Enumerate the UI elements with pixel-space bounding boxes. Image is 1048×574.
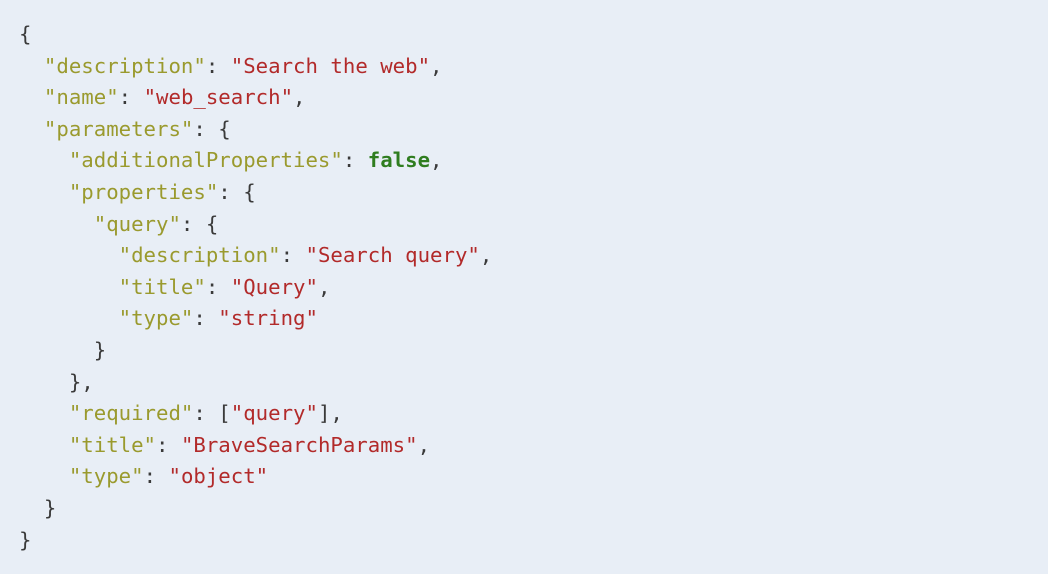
line-parameters: "parameters": { <box>43 116 231 141</box>
key-name: "name" <box>43 85 119 110</box>
line-query: "query": { <box>93 211 219 236</box>
value-params-title: "BraveSearchParams" <box>180 432 418 457</box>
line-name: "name": "web_search", <box>43 85 306 110</box>
key-parameters: "parameters" <box>43 116 194 141</box>
key-properties: "properties" <box>68 179 219 204</box>
key-additional-properties: "additionalProperties" <box>68 148 343 173</box>
key-params-title: "title" <box>68 432 157 457</box>
line-params-title: "title": "BraveSearchParams", <box>68 432 431 457</box>
value-description: "Search the web" <box>230 53 431 78</box>
line-close-root: } <box>19 527 32 552</box>
key-description: "description" <box>43 53 206 78</box>
line-properties: "properties": { <box>68 179 256 204</box>
value-query-type: "string" <box>218 306 318 331</box>
key-query: "query" <box>93 211 181 236</box>
line-query-type: "type": "string" <box>118 306 318 331</box>
line-query-description: "description": "Search query", <box>118 243 493 268</box>
line-open-root: { <box>19 22 32 46</box>
key-query-description: "description" <box>118 243 281 268</box>
json-pre: { "description": "Search the web", "name… <box>19 19 492 556</box>
line-params-type: "type": "object" <box>68 464 269 489</box>
value-name: "web_search" <box>143 85 294 110</box>
value-additional-properties: false <box>367 148 431 173</box>
line-description: "description": "Search the web", <box>43 53 443 78</box>
key-query-title: "title" <box>118 274 206 299</box>
key-params-type: "type" <box>68 464 144 489</box>
value-query-title: "Query" <box>230 274 318 299</box>
line-close-query: } <box>93 337 107 362</box>
value-params-type: "object" <box>168 464 269 489</box>
key-required: "required" <box>68 401 194 426</box>
key-query-type: "type" <box>118 306 194 331</box>
line-close-properties: }, <box>68 369 94 394</box>
line-additional-properties: "additionalProperties": false, <box>68 148 443 173</box>
line-close-parameters: } <box>43 495 57 520</box>
value-query-description: "Search query" <box>305 243 480 268</box>
line-required: "required": ["query"], <box>68 401 343 426</box>
line-query-title: "title": "Query", <box>118 274 331 299</box>
value-required-item: "query" <box>230 401 318 426</box>
